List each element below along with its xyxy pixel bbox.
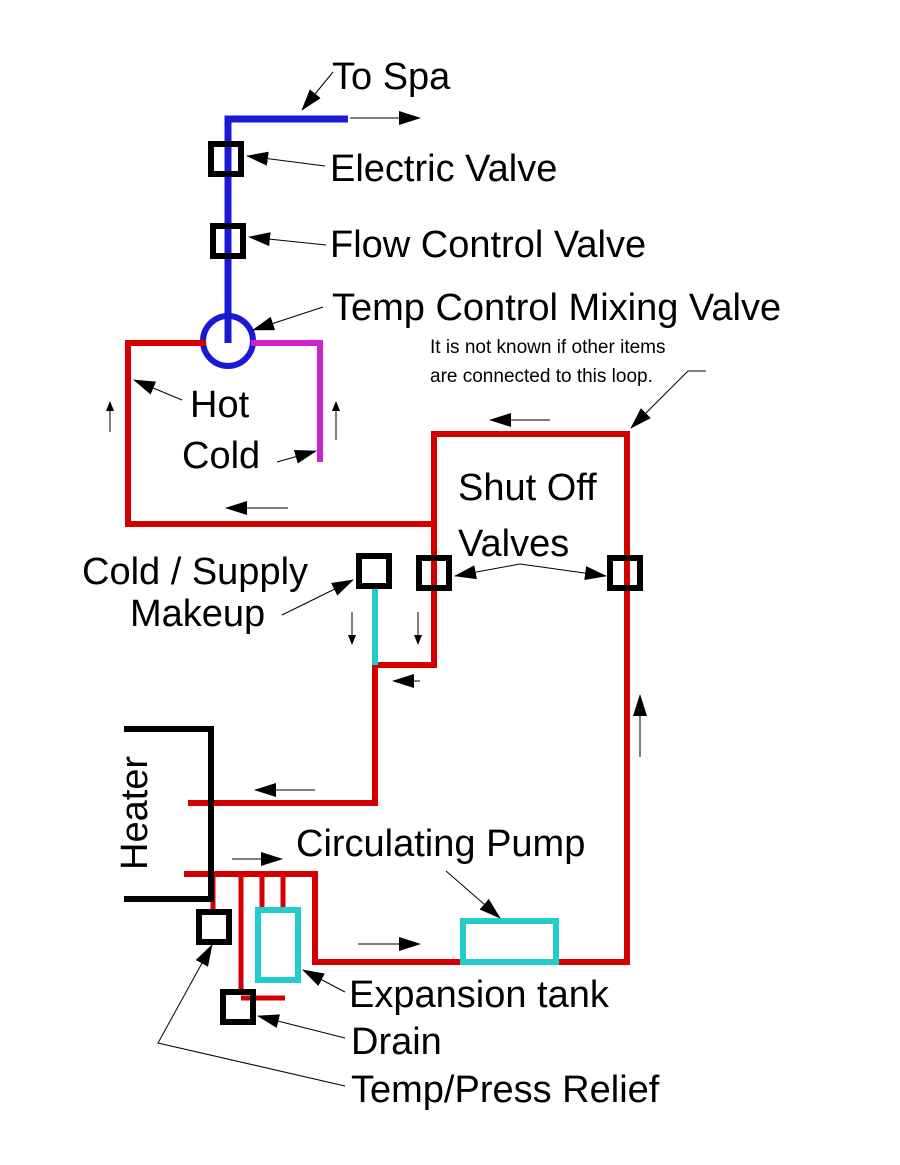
- leader-temp-press-relief: [157, 944, 346, 1087]
- flow-arrows: [106, 111, 647, 951]
- label-note-line1: It is not known if other items: [430, 337, 666, 358]
- leader-shut-off-right: [519, 563, 607, 581]
- label-temp-press-relief: Temp/Press Relief: [351, 1069, 660, 1111]
- drain-valve-symbol: [220, 989, 256, 1025]
- label-to-spa: To Spa: [332, 56, 451, 98]
- leader-electric-valve: [246, 151, 326, 167]
- leader-to-spa: [301, 71, 334, 111]
- shut-off-valve-left-symbol: [416, 555, 452, 591]
- leader-circulating-pump: [445, 870, 501, 919]
- circulating-pump-symbol: [460, 918, 559, 965]
- leader-drain: [257, 1014, 346, 1039]
- label-heater: Heater: [114, 756, 156, 870]
- label-cold: Cold: [182, 435, 260, 477]
- label-drain: Drain: [351, 1021, 442, 1063]
- label-temp-control-mixing-valve: Temp Control Mixing Valve: [332, 287, 781, 329]
- temp-press-relief-valve-symbol: [196, 909, 232, 945]
- label-expansion-tank: Expansion tank: [349, 974, 610, 1016]
- shut-off-valve-right-symbol: [607, 555, 643, 591]
- label-cold-supply: Cold / Supply: [82, 551, 308, 593]
- label-circulating-pump: Circulating Pump: [296, 823, 585, 865]
- leader-hot: [133, 379, 183, 401]
- leader-shut-off-left: [454, 563, 521, 580]
- expansion-tank-symbol: [255, 907, 301, 983]
- leader-flow-control-valve: [248, 232, 327, 247]
- heater-body: [124, 726, 214, 902]
- leader-cold-supply: [281, 579, 354, 616]
- cold-supply-valve-symbol: [356, 553, 392, 589]
- leader-expansion-tank: [302, 969, 346, 993]
- electric-valve-symbol: [208, 141, 244, 177]
- label-electric-valve: Electric Valve: [330, 148, 557, 190]
- label-makeup: Makeup: [130, 593, 265, 635]
- spa-supply-line: [200, 115, 348, 369]
- main-loop-pipe: [184, 431, 630, 965]
- label-flow-control-valve: Flow Control Valve: [330, 224, 646, 266]
- spa-pipe: [224, 115, 348, 343]
- cold-line-pipe: [251, 340, 323, 462]
- leader-note: [630, 370, 706, 429]
- leader-cold: [276, 449, 317, 464]
- leader-mixing-valve: [252, 306, 324, 331]
- label-valves: Valves: [458, 523, 569, 565]
- leader-lines: [133, 71, 706, 1087]
- hot-loop-pipe: [125, 340, 434, 527]
- label-note-line2: are connected to this loop.: [430, 366, 653, 387]
- flow-control-valve-symbol: [210, 223, 246, 259]
- label-hot: Hot: [190, 384, 250, 426]
- label-shut-off: Shut Off: [458, 467, 597, 509]
